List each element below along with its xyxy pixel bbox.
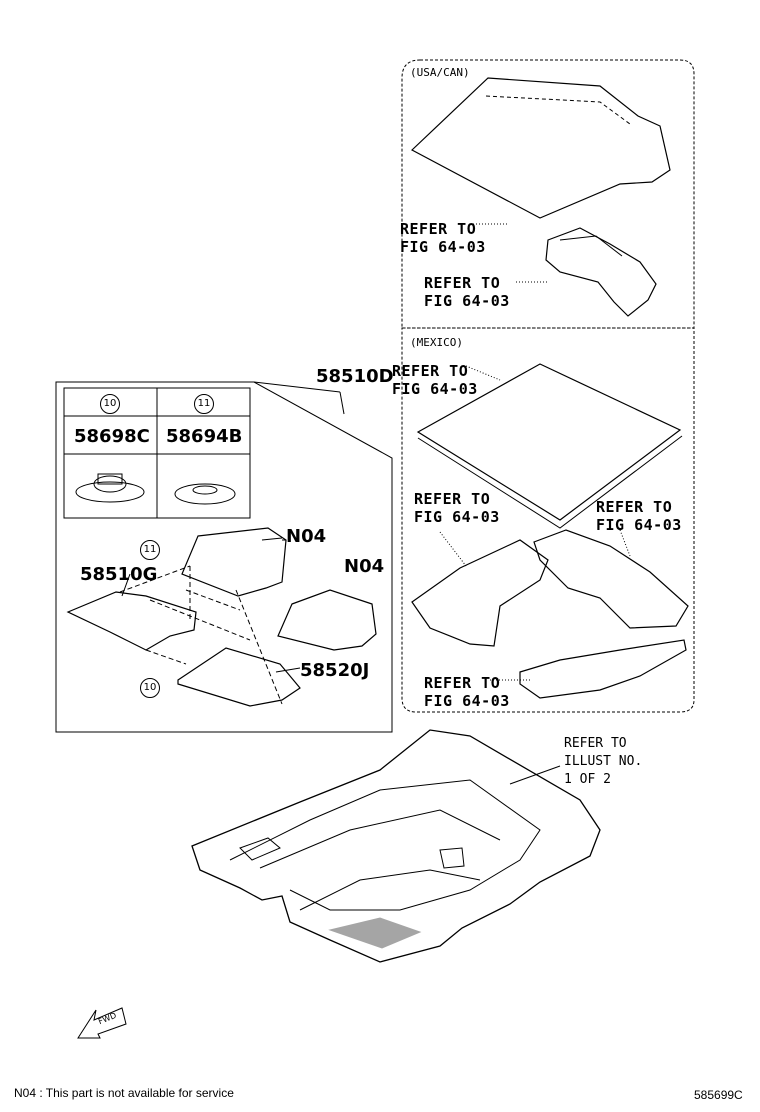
refer-label-4b: FIG 64-03	[414, 508, 500, 526]
refer-label-2b: FIG 64-03	[424, 292, 510, 310]
part-N04-b: N04	[344, 556, 385, 577]
region-box-mexico	[401, 327, 695, 713]
trunk-mat-usa	[410, 77, 671, 219]
fwd-arrow-icon: FWD	[76, 1000, 128, 1040]
circled-10-mat: 10	[140, 678, 160, 698]
refer-label-6b: FIG 64-03	[424, 692, 510, 710]
floor-mat-rear-left	[177, 647, 301, 707]
circled-10-table: 10	[100, 394, 120, 414]
refer-illust-1: REFER TO	[564, 736, 627, 751]
refer-label-5a: REFER TO	[596, 498, 673, 516]
part-58510D: 58510D	[316, 366, 394, 387]
refer-label-2a: REFER TO	[424, 274, 501, 292]
circled-11-mat: 11	[140, 540, 160, 560]
side-trim-usa	[545, 227, 657, 317]
refer-label-6a: REFER TO	[424, 674, 501, 692]
floor-mat-front-right	[181, 527, 287, 597]
diagram-id: 585699C	[694, 1088, 743, 1102]
floor-carpet	[191, 729, 601, 963]
refer-label-3b: FIG 64-03	[392, 380, 478, 398]
refer-label-3a: REFER TO	[392, 362, 469, 380]
refer-label-1b: FIG 64-03	[400, 238, 486, 256]
trunk-mat-mexico	[416, 363, 682, 521]
refer-label-1a: REFER TO	[400, 220, 477, 238]
part-58698C: 58698C	[74, 426, 150, 447]
floor-mat-front-left	[66, 591, 197, 651]
floor-mat-rear-right	[277, 589, 377, 651]
part-N04-a: N04	[286, 526, 327, 547]
mat-kit-enclosure	[55, 381, 393, 733]
refer-label-4a: REFER TO	[414, 490, 491, 508]
region-label-usa: (USA/CAN)	[410, 66, 470, 79]
refer-illust-3: 1 OF 2	[564, 772, 611, 787]
side-trim-mexico-right	[533, 529, 689, 629]
side-trim-mexico-rear	[519, 639, 687, 699]
refer-illust-2: ILLUST NO.	[564, 754, 643, 769]
part-58694B: 58694B	[166, 426, 243, 447]
refer-label-5b: FIG 64-03	[596, 516, 682, 534]
side-trim-mexico-left	[411, 539, 549, 647]
part-58510G: 58510G	[80, 564, 158, 585]
region-label-mexico: (MEXICO)	[410, 336, 463, 349]
part-58520J: 58520J	[300, 660, 370, 681]
footnote: N04 : This part is not available for ser…	[14, 1086, 234, 1100]
circled-11-table: 11	[194, 394, 214, 414]
